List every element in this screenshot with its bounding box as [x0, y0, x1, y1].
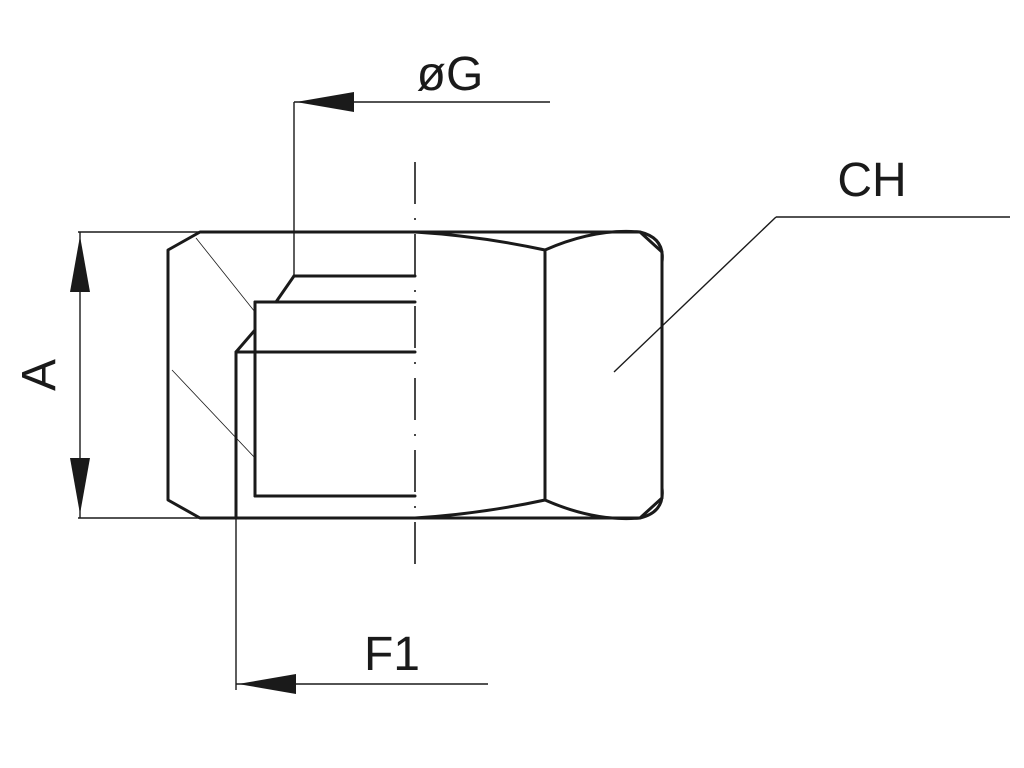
leader-ch: CH	[613, 154, 1010, 373]
dimension-f1: F1	[235, 518, 488, 694]
label-a: A	[13, 359, 66, 391]
dimension-a: A	[13, 231, 200, 519]
arrow-up-icon	[70, 236, 90, 292]
arrow-left-icon	[296, 92, 354, 112]
label-f1: F1	[364, 628, 420, 681]
arrow-left-icon	[238, 674, 296, 694]
arrow-down-icon	[70, 458, 90, 514]
section-hatching	[171, 237, 256, 459]
label-ch: CH	[837, 154, 906, 207]
hex-cap-body	[166, 229, 664, 521]
internal-bore	[234, 274, 417, 520]
label-diameter-g: øG	[417, 48, 484, 101]
dimension-g: øG	[293, 48, 550, 276]
